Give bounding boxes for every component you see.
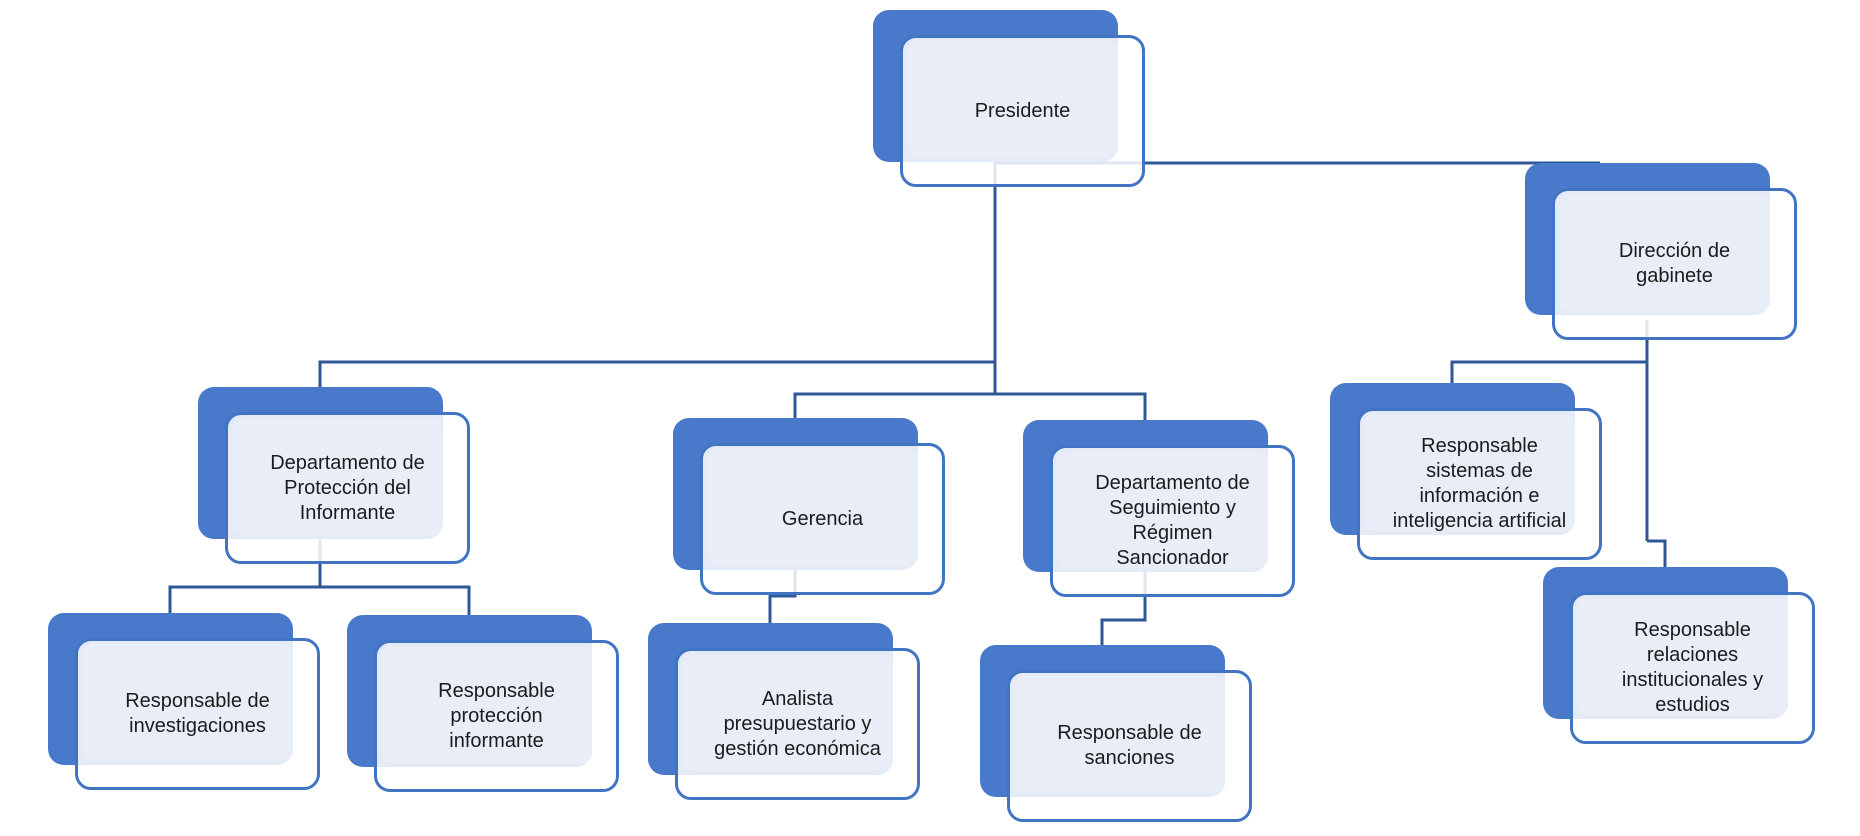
node-label: Responsable protección informante	[438, 679, 555, 752]
node-front-shape: Responsable de investigaciones	[75, 638, 320, 790]
node-front-shape: Responsable de sanciones	[1007, 670, 1252, 822]
node-panel	[1559, 194, 1770, 311]
node-front-shape: Departamento de Protección del Informant…	[225, 412, 470, 564]
org-node-resp-proteccion: Responsable protección informante	[347, 615, 619, 792]
org-node-resp-sanciones: Responsable de sanciones	[980, 645, 1252, 822]
node-front-shape: Responsable relaciones institucionales y…	[1570, 592, 1815, 744]
org-node-gerencia: Gerencia	[673, 418, 945, 595]
node-panel	[381, 646, 592, 763]
node-label: Presidente	[974, 99, 1071, 122]
node-label: Gerencia	[781, 507, 864, 530]
org-node-dep-seguimiento: Departamento de Seguimiento y Régimen Sa…	[1023, 420, 1295, 597]
node-label: Responsable de investigaciones	[125, 690, 270, 737]
org-node-resp-investigaciones: Responsable de investigaciones	[48, 613, 320, 790]
node-front-shape: Departamento de Seguimiento y Régimen Sa…	[1050, 445, 1295, 597]
node-panel	[1577, 598, 1788, 715]
node-front-shape: Responsable protección informante	[374, 640, 619, 792]
org-node-resp-relaciones: Responsable relaciones institucionales y…	[1543, 567, 1815, 744]
node-label: Departamento de Protección del Informant…	[270, 451, 425, 524]
node-panel	[232, 418, 443, 535]
org-node-presidente: Presidente	[873, 10, 1145, 187]
org-node-resp-sistemas: Responsable sistemas de información e in…	[1330, 383, 1602, 560]
node-label: Responsable de sanciones	[1057, 722, 1202, 769]
node-panel	[1014, 676, 1225, 793]
node-label: Responsable relaciones institucionales y…	[1621, 619, 1764, 716]
node-panel	[907, 41, 1118, 158]
node-front-shape: Gerencia	[700, 443, 945, 595]
node-front-shape: Dirección de gabinete	[1552, 188, 1797, 340]
node-panel	[82, 644, 293, 761]
node-front-shape: Presidente	[900, 35, 1145, 187]
node-label: Responsable sistemas de información e in…	[1392, 435, 1567, 532]
org-node-dep-proteccion: Departamento de Protección del Informant…	[198, 387, 470, 564]
node-label: Dirección de gabinete	[1618, 240, 1731, 287]
connector-rail-to-dep-proteccion	[318, 360, 995, 387]
org-node-analista: Analista presupuestario y gestión económ…	[648, 623, 920, 800]
node-label: Analista presupuestario y gestión económ…	[714, 687, 881, 760]
node-front-shape: Responsable sistemas de información e in…	[1357, 408, 1602, 560]
node-panel	[707, 449, 918, 566]
org-node-direccion-gabinete: Dirección de gabinete	[1525, 163, 1797, 340]
node-panel	[682, 654, 893, 771]
node-front-shape: Analista presupuestario y gestión económ…	[675, 648, 920, 800]
connector-rail-gerencia-seguimiento	[793, 392, 1147, 420]
node-label: Departamento de Seguimiento y Régimen Sa…	[1095, 472, 1250, 569]
connector-direccion-children	[1450, 320, 1667, 569]
node-panel	[1364, 414, 1575, 531]
node-panel	[1057, 451, 1268, 568]
